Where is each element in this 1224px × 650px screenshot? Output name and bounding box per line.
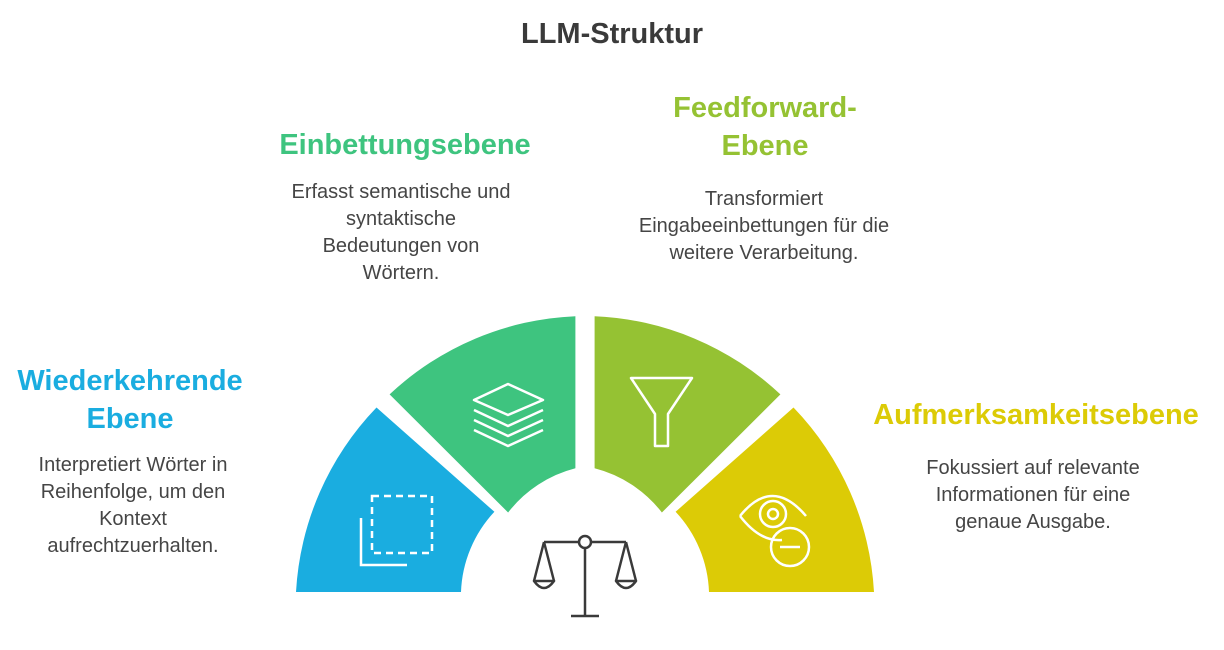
desc-wiederkehrende-ebene: Interpretiert Wörter in Reihenfolge, um … [38,454,228,557]
diagram-title: LLM-Struktur [520,18,704,50]
segment-aufmerksamkeitsebene [675,407,874,592]
balance-scale-icon [532,534,638,618]
desc-aufmerksamkeitsebene: Fokussiert auf relevante Informationen f… [926,457,1140,533]
heading-wiederkehrende-ebene: Wiederkehrende Ebene [17,365,243,435]
eye-minus-icon [739,494,811,568]
heading-einbettungsebene: Einbettungsebene [279,129,531,161]
dashed-square-icon [359,494,434,567]
heading-feedforward-ebene: Feedforward-Ebene [673,92,857,162]
stacked-layers-icon [472,382,545,448]
desc-einbettungsebene: Erfasst semantische und syntaktische Bed… [291,181,511,284]
desc-feedforward-ebene: Transformiert Eingabeeinbettungen für di… [638,188,890,264]
segment-wiederkehrende-ebene [296,407,495,592]
segment-feedforward-ebene [594,316,781,513]
funnel-icon [629,376,694,448]
heading-aufmerksamkeitsebene: Aufmerksamkeitsebene [873,399,1199,431]
